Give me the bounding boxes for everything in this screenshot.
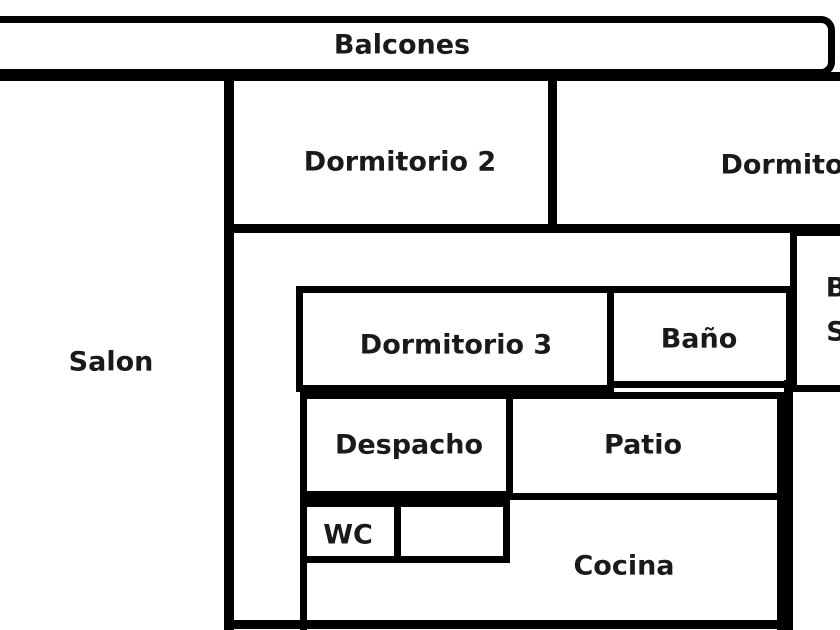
salon-wall [224,80,234,630]
bano-room [607,286,793,388]
storage-room [394,500,510,563]
label-bano: Baño [660,323,738,355]
label-patio: Patio [604,429,682,461]
main-wall-top [0,72,840,81]
label-balcones: Balcones [333,29,471,61]
label-dormitorio2: Dormitorio 2 [303,146,497,178]
label-right-room-1: B [825,272,840,304]
right-wall [784,380,793,630]
label-salon: Salon [68,346,154,378]
label-dormitorio3: Dormitorio 3 [359,329,553,361]
label-despacho: Despacho [334,429,484,461]
label-wc: WC [323,519,373,551]
label-cocina: Cocina [573,550,675,582]
label-dormitorio1: Dormito [720,149,840,181]
dormitorio2-right-wall [548,80,557,230]
right-room [790,229,840,392]
bottom-wall [228,620,788,629]
bedrooms-bottom-wall [228,224,840,233]
label-right-room-2: S [826,316,840,348]
